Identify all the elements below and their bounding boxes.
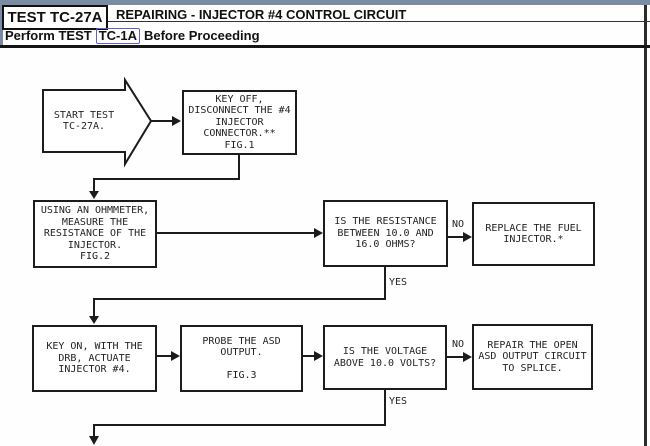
arrowhead-into-probe [171, 351, 180, 361]
header-divider [0, 45, 650, 48]
branch-label-no: NO [452, 219, 465, 230]
arrowhead-into-keyon [89, 316, 99, 324]
connector-resistance-keyon [94, 265, 385, 316]
tc1a-link[interactable]: TC-1A [95, 27, 140, 44]
subtitle-row: Perform TEST TC-1A Before Proceeding [5, 27, 260, 44]
subtitle-prefix: Perform TEST [5, 28, 92, 43]
arrowhead-into-keyoff [172, 116, 181, 126]
branch-label-yes: YES [389, 396, 408, 407]
subtitle-suffix: Before Proceeding [143, 28, 260, 43]
arrowhead-exit-bottom [89, 436, 99, 445]
test-id-box: TEST TC-27A [2, 5, 108, 30]
top-accent-bar [0, 0, 650, 5]
left-accent-bar [0, 0, 3, 46]
branch-label-no: NO [452, 339, 465, 350]
arrowhead-into-ohmmeter [89, 191, 99, 199]
test-id-label: TEST TC-27A [7, 9, 103, 26]
page-title: REPAIRING - INJECTOR #4 CONTROL CIRCUIT [116, 7, 407, 22]
arrowhead-into-resistance [314, 228, 323, 238]
connector-keyoff-ohmmeter [94, 153, 239, 192]
branch-label-yes: YES [389, 277, 408, 288]
connector-voltage-exit [94, 388, 385, 437]
arrowhead-into-voltage [314, 351, 323, 361]
arrowhead-into-replace [463, 232, 472, 242]
arrowhead-into-repair [463, 352, 472, 362]
title-underline [108, 21, 650, 22]
page-right-border [644, 5, 647, 446]
